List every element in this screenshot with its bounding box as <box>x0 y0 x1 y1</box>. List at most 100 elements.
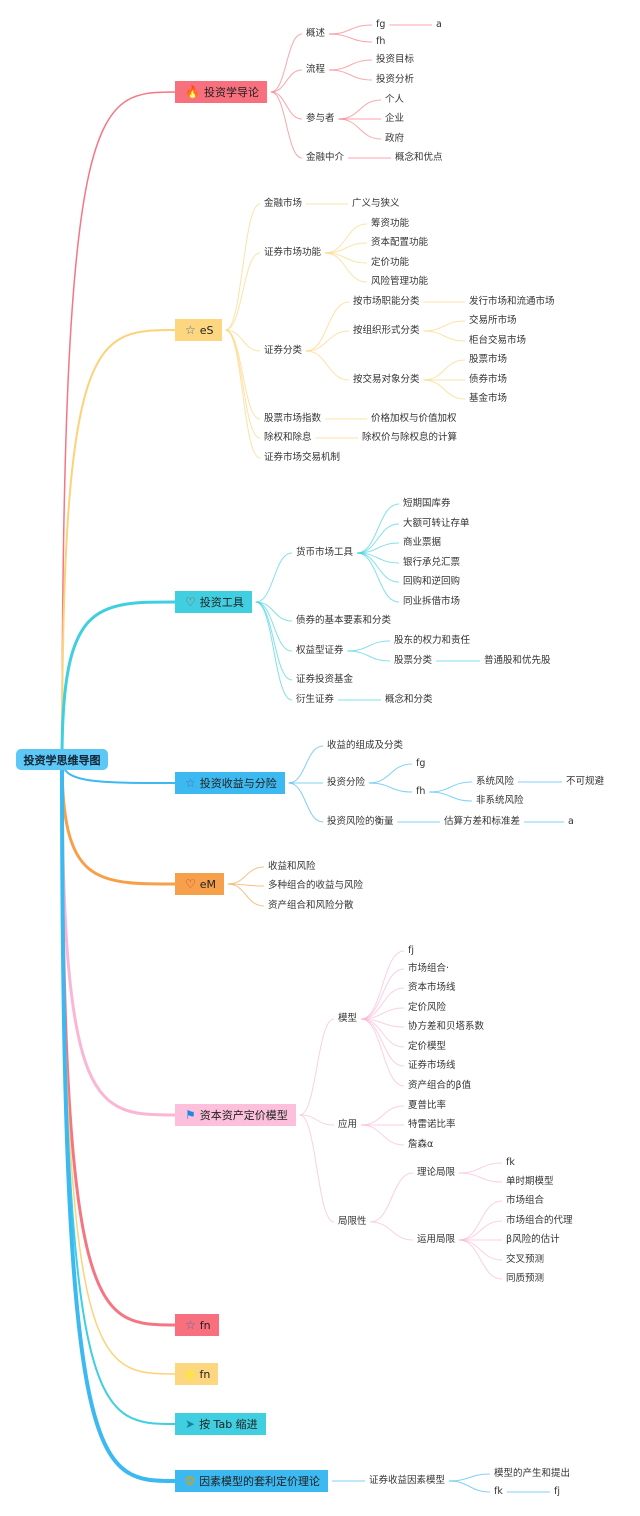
topic-node[interactable]: 债券的基本要素和分类 <box>296 615 392 626</box>
topic-node[interactable]: 银行承兑汇票 <box>403 557 461 568</box>
topic-node[interactable]: 大额可转让存单 <box>403 518 470 529</box>
topic-node[interactable]: 投资目标 <box>376 54 415 65</box>
topic-node[interactable]: 权益型证券 <box>296 645 344 656</box>
topic-node[interactable]: 按市场职能分类 <box>353 296 420 307</box>
topic-node[interactable]: 普通股和优先股 <box>484 655 551 666</box>
main-topic[interactable]: ●fn <box>175 1363 219 1385</box>
topic-node[interactable]: 除权价与除权息的计算 <box>362 432 458 443</box>
topic-node[interactable]: 定价模型 <box>408 1041 447 1052</box>
topic-node[interactable]: 投资风险的衡量 <box>327 816 394 827</box>
root-topic[interactable]: 投资学思维导图 <box>16 749 108 770</box>
topic-node[interactable]: 詹森α <box>408 1139 434 1150</box>
topic-node[interactable]: 交易所市场 <box>469 315 517 326</box>
topic-node[interactable]: 企业 <box>385 113 405 124</box>
topic-node[interactable]: 柜台交易市场 <box>469 335 527 346</box>
topic-node[interactable]: 市场组合的代理 <box>506 1215 573 1226</box>
topic-node[interactable]: 证券市场线 <box>408 1060 456 1071</box>
topic-node[interactable]: 模型 <box>338 1013 358 1024</box>
topic-node[interactable]: 定价功能 <box>371 257 410 268</box>
topic-node[interactable]: fh <box>376 36 386 47</box>
main-topic[interactable]: ♡eM <box>175 873 225 895</box>
topic-node[interactable]: fk <box>494 1486 503 1497</box>
topic-node[interactable]: 证券收益因素模型 <box>369 1475 446 1486</box>
topic-node[interactable]: 多种组合的收益与风险 <box>268 880 364 891</box>
topic-node[interactable]: 同业拆借市场 <box>403 596 461 607</box>
topic-node[interactable]: 资本配置功能 <box>371 237 429 248</box>
topic-node[interactable]: 衍生证券 <box>296 694 335 705</box>
topic-node[interactable]: 股票分类 <box>394 655 433 666</box>
topic-node[interactable]: 筹资功能 <box>371 218 410 229</box>
topic-node[interactable]: 协方差和贝塔系数 <box>408 1021 485 1032</box>
topic-node[interactable]: 短期国库券 <box>403 498 451 509</box>
main-topic[interactable]: ♡投资工具 <box>175 591 252 613</box>
topic-node[interactable]: 定价风险 <box>408 1002 447 1013</box>
topic-node[interactable]: 交叉预测 <box>506 1254 545 1265</box>
topic-node[interactable]: 价格加权与价值加权 <box>371 413 457 424</box>
topic-node[interactable]: 除权和除息 <box>264 432 312 443</box>
main-topic[interactable]: ☆fn <box>175 1314 219 1336</box>
topic-node[interactable]: fk <box>506 1157 515 1168</box>
topic-node[interactable]: fh <box>416 786 426 797</box>
topic-node[interactable]: 概述 <box>306 28 326 39</box>
topic-node[interactable]: 证券分类 <box>264 345 303 356</box>
topic-node[interactable]: 资产组合和风险分散 <box>268 900 354 911</box>
topic-node[interactable]: 商业票据 <box>403 537 442 548</box>
main-topic[interactable]: ☆投资收益与分险 <box>175 772 285 794</box>
topic-node[interactable]: 股票市场指数 <box>264 413 322 424</box>
topic-node[interactable]: 回购和逆回购 <box>403 576 461 587</box>
topic-node[interactable]: 市场组合· <box>408 963 450 974</box>
topic-node[interactable]: 市场组合 <box>506 1195 545 1206</box>
topic-node[interactable]: 同质预测 <box>506 1273 545 1284</box>
topic-node[interactable]: 风险管理功能 <box>371 276 429 287</box>
topic-node[interactable]: 股东的权力和责任 <box>394 635 471 646</box>
topic-node[interactable]: 投资分险 <box>327 777 366 788</box>
topic-node[interactable]: 证券市场功能 <box>264 247 322 258</box>
topic-node[interactable]: 理论局限 <box>417 1167 456 1178</box>
topic-node[interactable]: 金融市场 <box>264 198 303 209</box>
topic-node[interactable]: 非系统风险 <box>476 795 524 806</box>
topic-node[interactable]: a <box>436 19 442 30</box>
topic-node[interactable]: β风险的估计 <box>506 1234 560 1245</box>
topic-node[interactable]: 按组织形式分类 <box>353 325 420 336</box>
topic-node[interactable]: 模型的产生和提出 <box>494 1468 571 1479</box>
main-topic[interactable]: ☆eS <box>175 319 222 341</box>
topic-node[interactable]: 政府 <box>385 133 405 144</box>
topic-node[interactable]: a <box>568 816 574 827</box>
topic-node[interactable]: 发行市场和流通市场 <box>469 296 555 307</box>
topic-node[interactable]: 流程 <box>306 64 326 75</box>
topic-node[interactable]: fj <box>408 945 414 956</box>
topic-node[interactable]: 局限性 <box>338 1216 367 1227</box>
topic-node[interactable]: 货币市场工具 <box>296 547 354 558</box>
topic-node[interactable]: 债券市场 <box>469 374 508 385</box>
topic-node[interactable]: 股票市场 <box>469 354 508 365</box>
topic-node[interactable]: 金融中介 <box>306 152 345 163</box>
topic-node[interactable]: 投资分析 <box>376 74 415 85</box>
topic-node[interactable]: 广义与狭义 <box>352 198 400 209</box>
topic-node[interactable]: 收益的组成及分类 <box>327 740 404 751</box>
main-topic[interactable]: ⚑资本资产定价模型 <box>175 1104 296 1126</box>
topic-node[interactable]: 收益和风险 <box>268 861 316 872</box>
topic-node[interactable]: 证券投资基金 <box>296 674 354 685</box>
topic-node[interactable]: 系统风险 <box>476 776 515 787</box>
topic-node[interactable]: 按交易对象分类 <box>353 374 420 385</box>
topic-node[interactable]: 个人 <box>385 94 405 105</box>
topic-node[interactable]: 参与者 <box>306 113 335 124</box>
main-topic[interactable]: ❂因素模型的套利定价理论 <box>175 1470 329 1492</box>
topic-node[interactable]: 资本市场线 <box>408 982 456 993</box>
topic-node[interactable]: 单时期模型 <box>506 1176 554 1187</box>
topic-node[interactable]: 运用局限 <box>417 1234 456 1245</box>
topic-node[interactable]: 估算方差和标准差 <box>444 816 521 827</box>
topic-node[interactable]: 证券市场交易机制 <box>264 452 341 463</box>
topic-node[interactable]: 应用 <box>338 1119 358 1130</box>
topic-node[interactable]: 不可规避 <box>566 776 605 787</box>
topic-node[interactable]: 概念和优点 <box>395 152 443 163</box>
topic-node[interactable]: 基金市场 <box>469 393 508 404</box>
main-topic[interactable]: ➤按 Tab 缩进 <box>175 1413 266 1435</box>
topic-node[interactable]: 概念和分类 <box>385 694 433 705</box>
topic-node[interactable]: 夏普比率 <box>408 1100 447 1111</box>
topic-node[interactable]: fg <box>416 758 426 769</box>
main-topic[interactable]: 🔥投资学导论 <box>175 81 267 103</box>
topic-node[interactable]: 特雷诺比率 <box>408 1119 456 1130</box>
topic-node[interactable]: fg <box>376 19 386 30</box>
topic-node[interactable]: fj <box>554 1486 560 1497</box>
